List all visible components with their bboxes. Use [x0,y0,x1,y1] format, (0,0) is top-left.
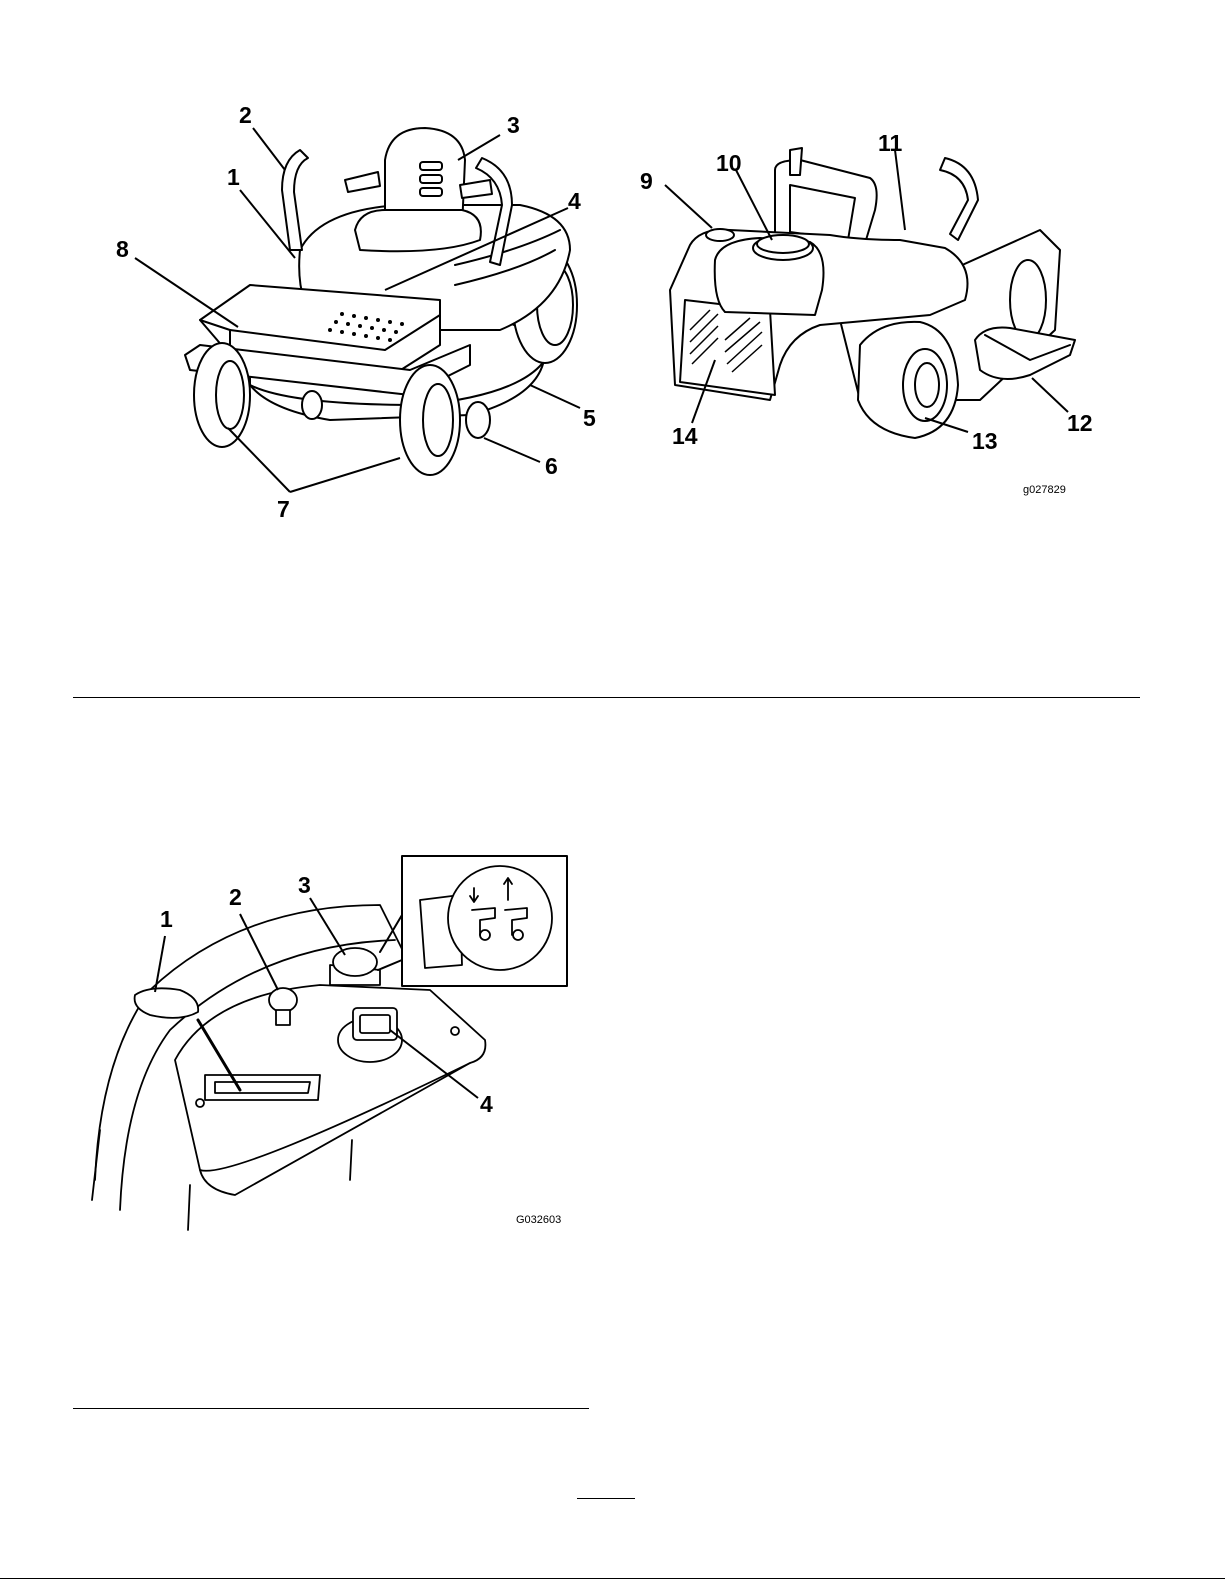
callout-10: 10 [716,152,742,175]
callout-6: 6 [545,455,558,478]
callout-5: 5 [583,407,596,430]
page-bottom-rule [0,1578,1225,1579]
callout-11: 11 [878,132,902,155]
callout-4: 4 [568,190,581,213]
panel-callout-3: 3 [298,874,311,897]
section-divider-lower [73,1408,589,1409]
callout-1: 1 [227,166,240,189]
callout-3: 3 [507,114,520,137]
mower-front-view-illustration [0,0,620,540]
panel-callout-4: 4 [480,1093,493,1116]
callout-9: 9 [640,170,653,193]
mower-rear-view-illustration [620,0,1225,540]
callout-7: 7 [277,498,290,521]
panel-callout-1: 1 [160,908,173,931]
section-divider [73,697,1140,698]
callout-14: 14 [672,425,698,448]
panel-callout-2: 2 [229,886,242,909]
callout-13: 13 [972,430,998,453]
page-number-rule [577,1498,635,1499]
callout-12: 12 [1067,412,1093,435]
figure-code-bottom: G032603 [516,1214,561,1226]
figure-code: g027829 [1023,484,1066,496]
control-panel-illustration [0,840,600,1240]
callout-8: 8 [116,238,129,261]
callout-2: 2 [239,104,252,127]
